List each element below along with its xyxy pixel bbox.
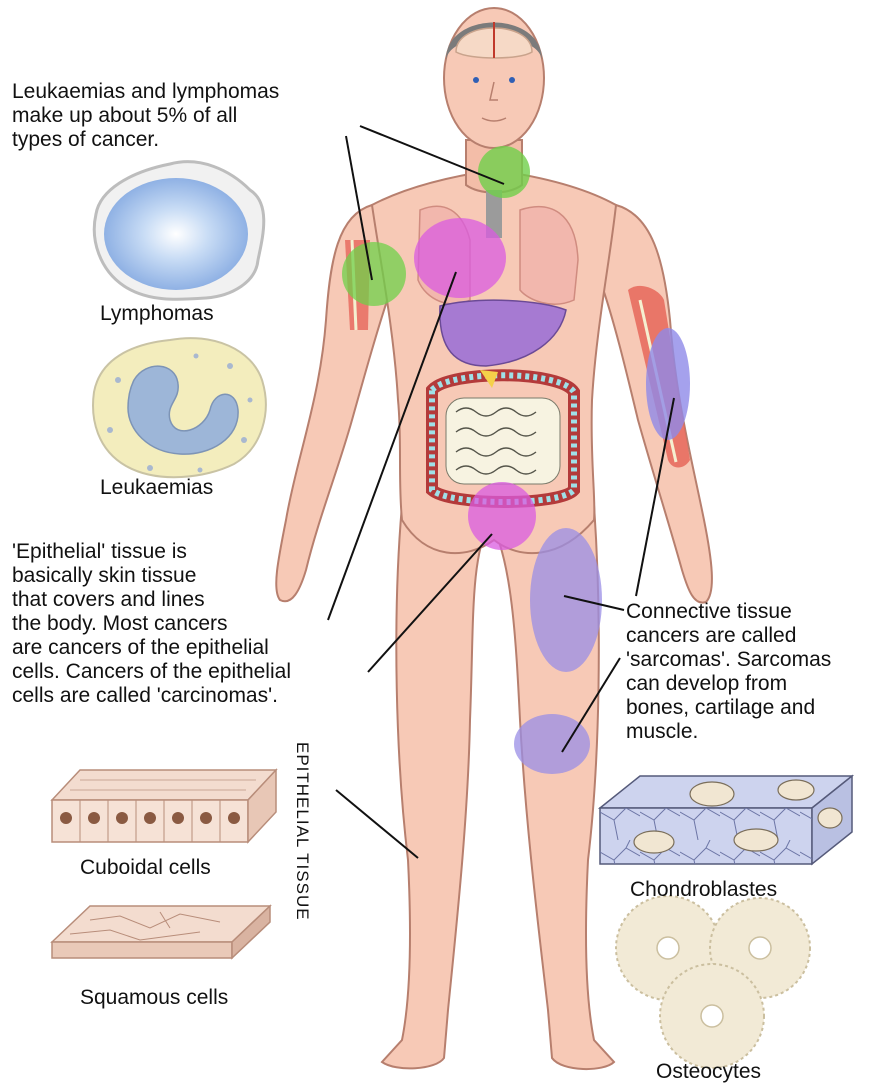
epithelial-note: 'Epithelial' tissue is basically skin ti… — [12, 540, 352, 708]
colon-carcinoma-highlight — [468, 482, 536, 550]
arm-sarcoma-highlight — [646, 328, 690, 440]
lymphomas-caption: Lymphomas — [100, 302, 214, 326]
chondroblastes-illustration — [600, 776, 852, 864]
squamous-cells-illustration — [52, 906, 270, 958]
cuboidal-cells-illustration — [52, 770, 276, 842]
osteocytes-caption: Osteocytes — [656, 1060, 761, 1084]
lymph-arm-highlight — [342, 242, 406, 306]
osteocytes-illustration — [616, 896, 810, 1068]
leukaemias-lymphomas-note: Leukaemias and lymphomas make up about 5… — [12, 80, 352, 152]
chondroblastes-caption: Chondroblastes — [630, 878, 777, 902]
thigh-sarcoma-highlight — [530, 528, 602, 672]
lymph-neck-highlight — [478, 146, 530, 198]
knee-sarcoma-highlight — [514, 714, 590, 774]
epithelial-tissue-label: EPITHELIAL TISSUE — [292, 742, 312, 921]
left-leg — [382, 505, 490, 1068]
squamous-cells-caption: Squamous cells — [80, 986, 228, 1010]
lung-carcinoma-highlight — [414, 218, 506, 298]
connective-tissue-note: Connective tissue cancers are called 'sa… — [626, 600, 881, 744]
lymphoma-cell-illustration — [94, 162, 263, 300]
leukaemias-caption: Leukaemias — [100, 476, 213, 500]
leukaemia-cell-illustration — [93, 338, 266, 477]
cuboidal-cells-caption: Cuboidal cells — [80, 856, 211, 880]
